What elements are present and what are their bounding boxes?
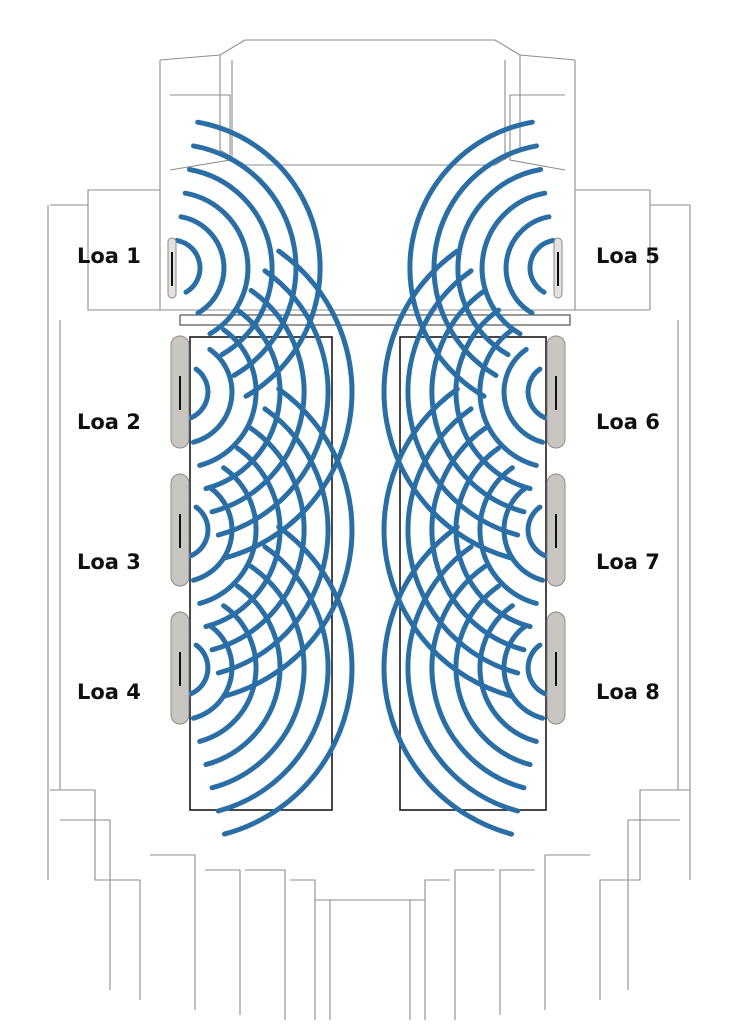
speaker-label-loa-4: Loa 4	[77, 680, 141, 704]
wave-arc	[431, 143, 539, 378]
wave-arc	[525, 366, 552, 422]
wave-arc	[381, 386, 514, 699]
wave-arc	[174, 237, 203, 295]
wave-arc	[197, 603, 259, 744]
wave-arc	[477, 603, 539, 744]
speaker-loa-6	[546, 335, 566, 449]
wave-arc	[525, 642, 552, 698]
wave-group-loa-8	[381, 524, 552, 837]
speaker-units	[167, 237, 566, 725]
wave-arc	[503, 214, 552, 316]
wave-arc	[178, 214, 227, 316]
wave-arc	[184, 504, 211, 560]
wave-arc	[479, 190, 548, 337]
wave-arc	[381, 524, 514, 837]
wave-arc	[453, 583, 533, 768]
speaker-label-loa-7: Loa 7	[596, 550, 660, 574]
wave-arc	[182, 190, 251, 337]
wave-arc	[215, 406, 331, 676]
wave-arc	[215, 268, 331, 538]
wave-arc	[195, 119, 323, 399]
wave-arc	[186, 167, 275, 358]
wave-group-loa-7	[381, 386, 552, 699]
wave-arc	[184, 642, 211, 698]
wave-arc	[215, 544, 331, 814]
wave-arc	[501, 622, 545, 721]
wave-arc	[191, 346, 235, 445]
wave-arc	[405, 406, 521, 676]
wave-arc	[191, 143, 299, 378]
speaker-label-loa-2: Loa 2	[77, 410, 141, 434]
speaker-loa-7	[546, 473, 566, 587]
wave-arc	[527, 237, 556, 295]
wave-arc	[203, 583, 283, 768]
wave-arc	[197, 465, 259, 606]
wave-group-loa-1	[174, 119, 323, 399]
wave-arc	[222, 386, 355, 699]
wave-arc	[525, 504, 552, 560]
speaker-loa-4	[170, 611, 190, 725]
wave-arc	[191, 622, 235, 721]
wave-arc	[209, 563, 307, 791]
speaker-loa-8	[546, 611, 566, 725]
speaker-loa-1	[167, 237, 177, 299]
speaker-label-loa-8: Loa 8	[596, 680, 660, 704]
wave-arc	[407, 119, 535, 399]
speaker-label-loa-3: Loa 3	[77, 550, 141, 574]
speaker-label-loa-6: Loa 6	[596, 410, 660, 434]
sound-coverage-waves	[174, 119, 556, 837]
wave-arc	[405, 268, 521, 538]
room-outline	[47, 39, 691, 1020]
wave-arc	[222, 524, 355, 837]
wave-arc	[191, 484, 235, 583]
wave-arc	[222, 248, 355, 561]
wave-arc	[477, 465, 539, 606]
wave-arc	[477, 327, 539, 468]
wave-arc	[381, 248, 514, 561]
speaker-label-loa-5: Loa 5	[596, 244, 660, 268]
wave-group-loa-4	[184, 524, 355, 837]
speaker-label-loa-1: Loa 1	[77, 244, 141, 268]
speaker-loa-2	[170, 335, 190, 449]
wave-arc	[501, 346, 545, 445]
wave-arc	[184, 366, 211, 422]
speaker-loa-3	[170, 473, 190, 587]
wave-arc	[405, 544, 521, 814]
speaker-loa-5	[553, 237, 563, 299]
wave-group-loa-5	[407, 119, 556, 399]
wave-arc	[429, 563, 527, 791]
wave-arc	[197, 327, 259, 468]
wave-arc	[501, 484, 545, 583]
